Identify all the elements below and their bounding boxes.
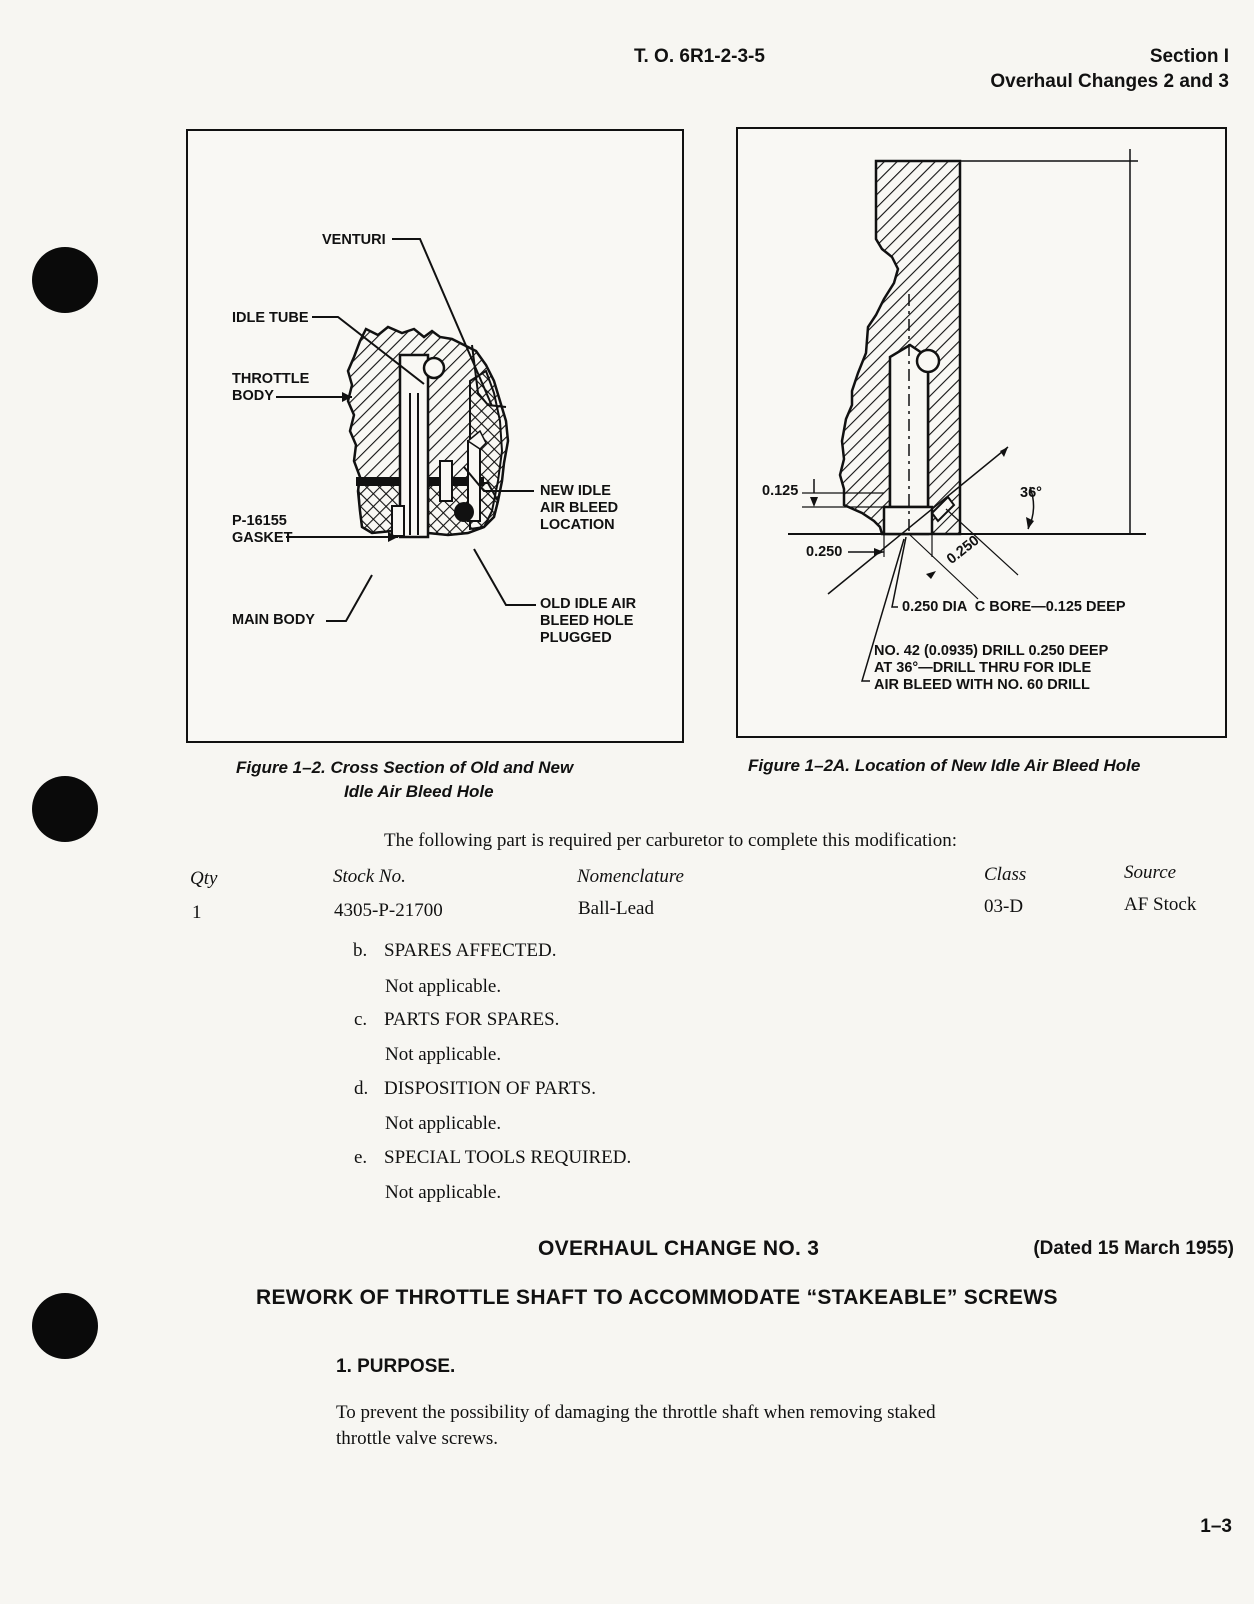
table-cell-qty: 1 (192, 902, 202, 923)
note-cbore: 0.250 DIA C BORE—0.125 DEEP (902, 599, 1126, 615)
parts-intro: The following part is required per carbu… (384, 830, 957, 851)
item-b-letter: b. (353, 940, 368, 961)
overhaul-changes-label: Overhaul Changes 2 and 3 (990, 71, 1229, 92)
table-cell-source: AF Stock (1124, 894, 1197, 915)
figure-1-2a: 0.125 0.250 0.250 36° 0.250 DIA C BORE—0… (736, 127, 1227, 738)
table-header-class: Class (984, 864, 1027, 885)
punch-hole-top (32, 247, 98, 313)
figure-1-2-caption-line2: Idle Air Bleed Hole (344, 782, 494, 801)
figure-1-2-caption-line1: Figure 1–2. Cross Section of Old and New (236, 758, 574, 777)
punch-hole-bottom (32, 1293, 98, 1359)
doc-number: T. O. 6R1-2-3-5 (634, 46, 765, 67)
item-e-letter: e. (354, 1147, 368, 1168)
label-gasket: P-16155 GASKET (232, 513, 293, 546)
section-label: Section I (1149, 46, 1229, 67)
change3-subtitle: REWORK OF THROTTLE SHAFT TO ACCOMMODATE … (256, 1286, 1058, 1309)
page-number: 1–3 (1200, 1516, 1232, 1537)
label-new-idle-air-bleed: NEW IDLE AIR BLEED LOCATION (540, 483, 619, 533)
item-c-text: Not applicable. (385, 1044, 502, 1065)
purpose-text-line2: throttle valve screws. (336, 1428, 498, 1449)
purpose-heading: 1. PURPOSE. (336, 1356, 456, 1377)
item-d-letter: d. (354, 1078, 369, 1099)
table-header-stock: Stock No. (333, 866, 406, 887)
table-header-source: Source (1124, 862, 1177, 883)
dim-0125: 0.125 (762, 483, 799, 499)
label-main-body: MAIN BODY (232, 612, 315, 628)
figure-1-2a-caption: Figure 1–2A. Location of New Idle Air Bl… (748, 756, 1141, 775)
label-venturi: VENTURI (322, 232, 386, 248)
table-header-qty: Qty (190, 868, 218, 889)
note-drill: NO. 42 (0.0935) DRILL 0.250 DEEP AT 36°—… (874, 643, 1109, 693)
item-e-title: SPECIAL TOOLS REQUIRED. (384, 1147, 632, 1168)
figure-1-2: VENTURI IDLE TUBE THROTTLE BODY NEW IDLE… (186, 129, 684, 743)
item-b-title: SPARES AFFECTED. (384, 940, 557, 961)
figure-1-2a-drawing (788, 149, 1146, 682)
label-idle-tube: IDLE TUBE (232, 310, 309, 326)
dim-angle-36: 36° (1020, 485, 1042, 501)
item-d-text: Not applicable. (385, 1113, 502, 1134)
item-b-text: Not applicable. (385, 976, 502, 997)
punch-hole-middle (32, 776, 98, 842)
change3-title: OVERHAUL CHANGE NO. 3 (538, 1237, 820, 1260)
item-d-title: DISPOSITION OF PARTS. (384, 1078, 596, 1099)
table-cell-stock: 4305-P-21700 (334, 900, 443, 921)
change3-dated: (Dated 15 March 1955) (1033, 1238, 1234, 1259)
table-cell-nomenclature: Ball-Lead (578, 898, 654, 919)
item-e-text: Not applicable. (385, 1182, 502, 1203)
item-c-letter: c. (354, 1009, 368, 1030)
dim-0250: 0.250 (806, 544, 843, 560)
label-old-idle-air-bleed: OLD IDLE AIR BLEED HOLE PLUGGED (540, 596, 637, 646)
table-cell-class: 03-D (984, 896, 1024, 917)
table-header-nomenclature: Nomenclature (577, 866, 684, 887)
label-throttle-body: THROTTLE BODY (232, 371, 310, 404)
item-c-title: PARTS FOR SPARES. (384, 1009, 560, 1030)
purpose-text-line1: To prevent the possibility of damaging t… (336, 1402, 936, 1423)
figure-1-2-drawing (276, 238, 536, 622)
